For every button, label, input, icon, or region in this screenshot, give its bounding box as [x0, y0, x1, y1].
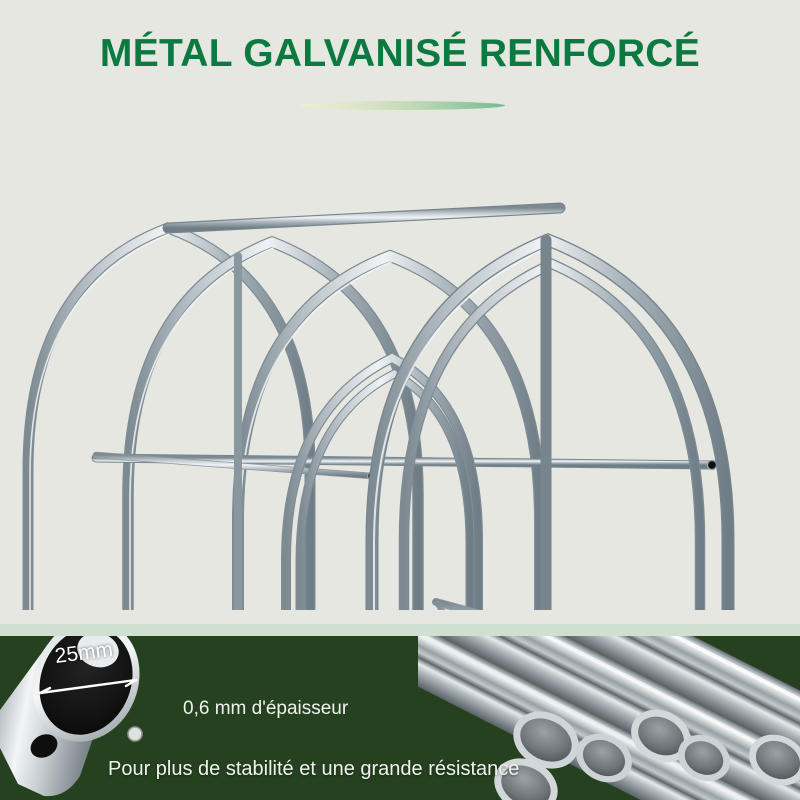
section-divider-band — [0, 624, 800, 636]
gradient-lens-divider-icon — [300, 101, 505, 110]
specs-caption: Pour plus de stabilité et une grande rés… — [108, 758, 520, 780]
thickness-label: 0,6 mm d'épaisseur — [183, 698, 349, 719]
greenhouse-tunnel-frame-icon — [22, 202, 735, 610]
specs-panel — [0, 636, 800, 800]
galvanized-tube-bundle-icon — [418, 636, 800, 800]
hero-panel: MÉTAL GALVANISÉ RENFORCÉ — [22, 32, 735, 610]
tube-cross-section-icon — [0, 636, 143, 797]
page-title: MÉTAL GALVANISÉ RENFORCÉ — [99, 32, 701, 75]
